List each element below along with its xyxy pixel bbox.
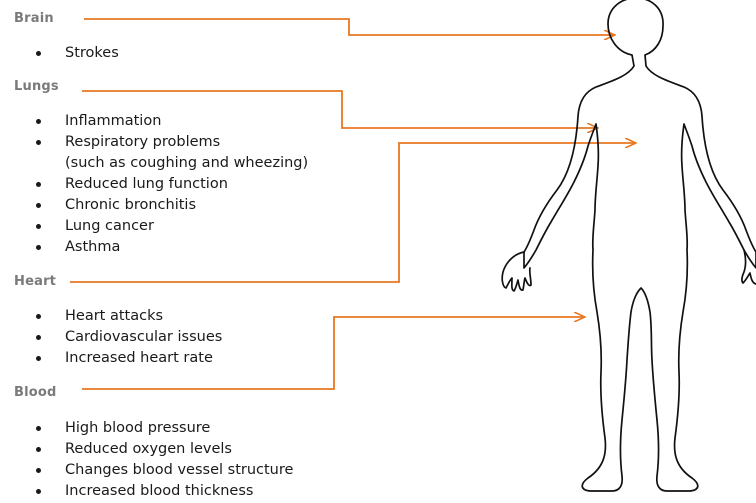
connector-heart (70, 143, 635, 282)
connector-brain (84, 19, 614, 35)
human-body-outline-icon (502, 0, 756, 491)
connector-blood (82, 317, 584, 389)
connector-lungs (82, 91, 597, 128)
